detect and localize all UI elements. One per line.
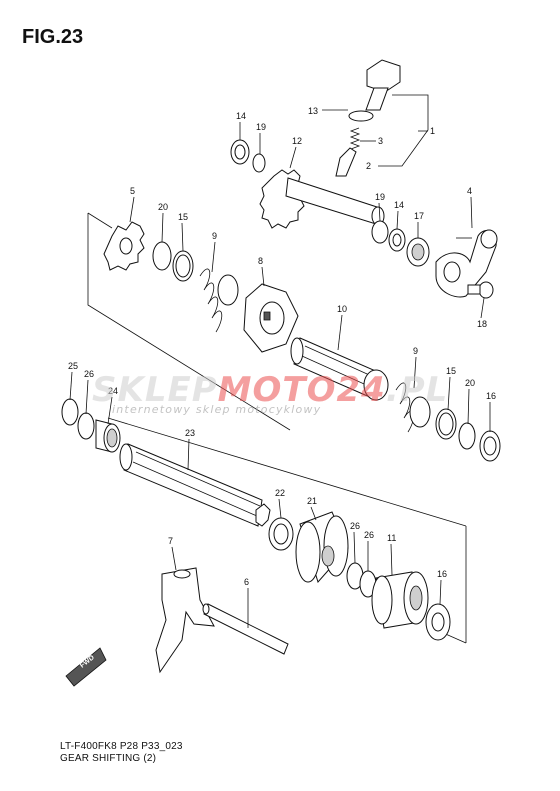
clips-and-spring-right bbox=[395, 382, 501, 462]
shift-fork bbox=[155, 567, 215, 674]
callout-labels: 1 2 3 4 5 6 7 8 9 9 10 11 12 13 14 14 15… bbox=[68, 106, 496, 587]
figure-caption: GEAR SHIFTING (2) bbox=[60, 753, 157, 764]
drum-and-ring bbox=[268, 511, 349, 583]
arm-bolt bbox=[467, 281, 494, 299]
callout-19-top: 19 bbox=[256, 122, 266, 132]
callout-5: 5 bbox=[130, 186, 135, 196]
clips-and-spring-left bbox=[152, 241, 239, 333]
callout-22: 22 bbox=[275, 488, 285, 498]
callout-18: 18 bbox=[477, 319, 487, 329]
figure-title: FIG.23 bbox=[22, 26, 84, 48]
callout-25: 25 bbox=[68, 361, 78, 371]
leader-lines bbox=[322, 94, 429, 167]
callout-16-right: 16 bbox=[486, 391, 496, 401]
gearshift-shaft bbox=[259, 169, 385, 229]
shift-drum-upper bbox=[290, 337, 389, 401]
watermark-logo: SKLEPMOTO24.PL bbox=[92, 370, 449, 410]
callout-21: 21 bbox=[307, 496, 317, 506]
callout-9-left: 9 bbox=[212, 231, 217, 241]
callout-23: 23 bbox=[185, 428, 195, 438]
shift-drum-long bbox=[119, 443, 271, 527]
callout-26-left: 26 bbox=[84, 369, 94, 379]
callout-17: 17 bbox=[414, 211, 424, 221]
callout-8: 8 bbox=[258, 256, 263, 266]
callout-2: 2 bbox=[366, 161, 371, 171]
callout-20-left: 20 bbox=[158, 202, 168, 212]
shift-cam-stopper-bolt bbox=[335, 59, 401, 177]
bottom-sleeve-stack bbox=[346, 562, 451, 641]
shift-cam-plate bbox=[103, 221, 145, 271]
callout-24: 24 bbox=[108, 386, 118, 396]
assembly-boundary bbox=[87, 212, 467, 644]
callout-7: 7 bbox=[168, 536, 173, 546]
callout-14-right: 14 bbox=[394, 200, 404, 210]
callout-26-right: 26 bbox=[364, 530, 374, 540]
callout-13: 13 bbox=[308, 106, 318, 116]
callout-19-right: 19 bbox=[375, 192, 385, 202]
callout-14-top: 14 bbox=[236, 111, 246, 121]
callout-12: 12 bbox=[292, 136, 302, 146]
gearshift-arm bbox=[435, 229, 498, 298]
model-code: LT-F400FK8 P28 P33_023 bbox=[60, 741, 183, 752]
callout-10: 10 bbox=[337, 304, 347, 314]
callout-4: 4 bbox=[467, 186, 472, 196]
callout-15-left: 15 bbox=[178, 212, 188, 222]
callout-6: 6 bbox=[244, 577, 249, 587]
callout-15-right: 15 bbox=[446, 366, 456, 376]
callout-11: 11 bbox=[387, 533, 396, 543]
callout-leaders bbox=[69, 122, 491, 628]
fork-shaft bbox=[202, 603, 289, 655]
callout-3: 3 bbox=[378, 136, 383, 146]
callout-26-mid: 26 bbox=[350, 521, 360, 531]
callout-20-right: 20 bbox=[465, 378, 475, 388]
shift-cam-stopper bbox=[243, 283, 299, 353]
forward-direction-icon: FWD bbox=[65, 647, 107, 687]
callout-16-bottom: 16 bbox=[437, 569, 447, 579]
callout-9-right: 9 bbox=[413, 346, 418, 356]
washers-top bbox=[230, 139, 430, 267]
callout-1: 1 bbox=[430, 126, 435, 136]
watermark-tagline: internetowy sklep motocyklowy bbox=[112, 403, 322, 416]
